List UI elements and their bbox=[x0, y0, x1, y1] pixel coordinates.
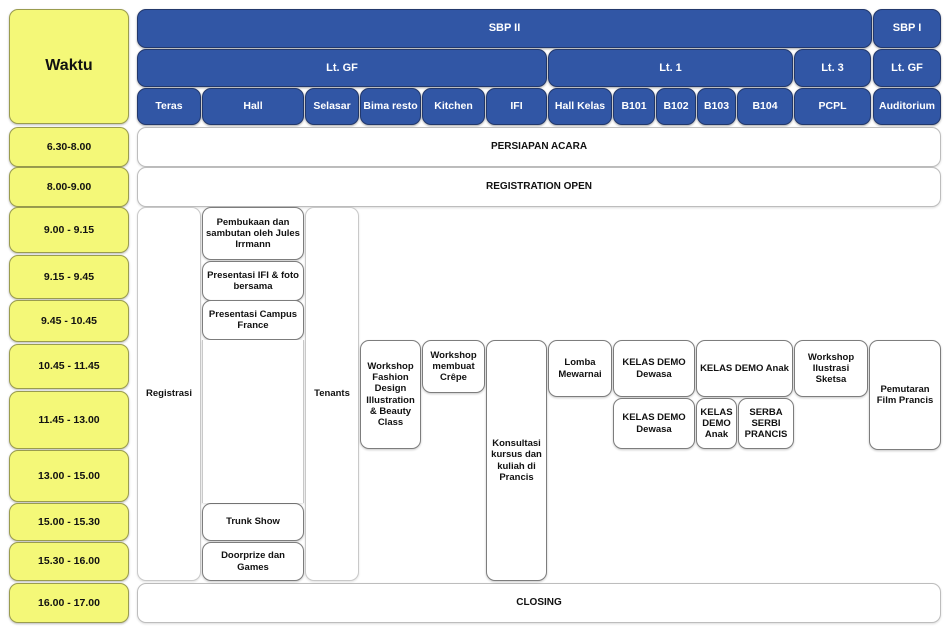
time-slot-3: 9.15 - 9.45 bbox=[9, 255, 129, 299]
activity-presentasi-campus-france: Presentasi Campus France bbox=[202, 300, 304, 340]
activity-workshop-ilustrasi-sketsa: Workshop Ilustrasi Sketsa bbox=[794, 340, 868, 397]
activity-doorprize-games: Doorprize dan Games bbox=[202, 542, 304, 581]
activity-kelas-demo-dewasa-2: KELAS DEMO Dewasa bbox=[613, 398, 695, 449]
time-slot-6: 11.45 - 13.00 bbox=[9, 391, 129, 449]
activity-pembukaan-sambutan: Pembukaan dan sambutan oleh Jules Irrman… bbox=[202, 207, 304, 260]
room-header-bima-resto: Bima resto bbox=[360, 88, 421, 125]
fullwidth-row-closing: CLOSING bbox=[137, 583, 941, 623]
activity-tenants: Tenants bbox=[305, 207, 359, 581]
room-header-b102: B102 bbox=[656, 88, 696, 125]
room-header-ifi: IFI bbox=[486, 88, 547, 125]
time-slot-0: 6.30-8.00 bbox=[9, 127, 129, 167]
activity-workshop-fashion-design: Workshop Fashion Design Illustration & B… bbox=[360, 340, 421, 449]
room-header-hall: Hall bbox=[202, 88, 304, 125]
time-slot-1: 8.00-9.00 bbox=[9, 167, 129, 207]
room-header-kitchen: Kitchen bbox=[422, 88, 485, 125]
floor-header-lt-gf-left: Lt. GF bbox=[137, 49, 547, 87]
time-column-header: Waktu bbox=[9, 9, 129, 124]
room-header-auditorium: Auditorium bbox=[873, 88, 941, 125]
building-header-sbp-i: SBP I bbox=[873, 9, 941, 48]
activity-workshop-crepe: Workshop membuat Crêpe bbox=[422, 340, 485, 393]
activity-kelas-demo-dewasa-1: KELAS DEMO Dewasa bbox=[613, 340, 695, 397]
room-header-b104: B104 bbox=[737, 88, 793, 125]
room-header-selasar: Selasar bbox=[305, 88, 359, 125]
activity-pemutaran-film-prancis: Pemutaran Film Prancis bbox=[869, 340, 941, 450]
activity-kelas-demo-anak-2: KELAS DEMO Anak bbox=[696, 398, 737, 449]
activity-kelas-demo-anak-1: KELAS DEMO Anak bbox=[696, 340, 793, 397]
time-slot-10: 16.00 - 17.00 bbox=[9, 583, 129, 623]
floor-header-lt-1: Lt. 1 bbox=[548, 49, 793, 87]
time-slot-9: 15.30 - 16.00 bbox=[9, 542, 129, 581]
time-slot-2: 9.00 - 9.15 bbox=[9, 207, 129, 253]
time-slot-8: 15.00 - 15.30 bbox=[9, 503, 129, 541]
activity-lomba-mewarnai: Lomba Mewarnai bbox=[548, 340, 612, 397]
activity-konsultasi-kursus: Konsultasi kursus dan kuliah di Prancis bbox=[486, 340, 547, 581]
time-slot-4: 9.45 - 10.45 bbox=[9, 300, 129, 342]
floor-header-lt-gf-right: Lt. GF bbox=[873, 49, 941, 87]
room-header-b101: B101 bbox=[613, 88, 655, 125]
building-header-sbp-ii: SBP II bbox=[137, 9, 872, 48]
activity-registrasi: Registrasi bbox=[137, 207, 201, 581]
activity-presentasi-ifi-foto: Presentasi IFI & foto bersama bbox=[202, 261, 304, 301]
room-header-b103: B103 bbox=[697, 88, 736, 125]
time-slot-7: 13.00 - 15.00 bbox=[9, 450, 129, 502]
fullwidth-row-registration-open: REGISTRATION OPEN bbox=[137, 167, 941, 207]
room-header-hall-kelas: Hall Kelas bbox=[548, 88, 612, 125]
room-header-pcpl: PCPL bbox=[794, 88, 871, 125]
fullwidth-row-persiapan-acara: PERSIAPAN ACARA bbox=[137, 127, 941, 167]
floor-header-lt-3: Lt. 3 bbox=[794, 49, 871, 87]
room-header-teras: Teras bbox=[137, 88, 201, 125]
activity-serba-serbi-prancis: SERBA SERBI PRANCIS bbox=[738, 398, 794, 449]
time-slot-5: 10.45 - 11.45 bbox=[9, 344, 129, 389]
activity-trunk-show: Trunk Show bbox=[202, 503, 304, 541]
activity-hall-filler bbox=[202, 340, 304, 503]
